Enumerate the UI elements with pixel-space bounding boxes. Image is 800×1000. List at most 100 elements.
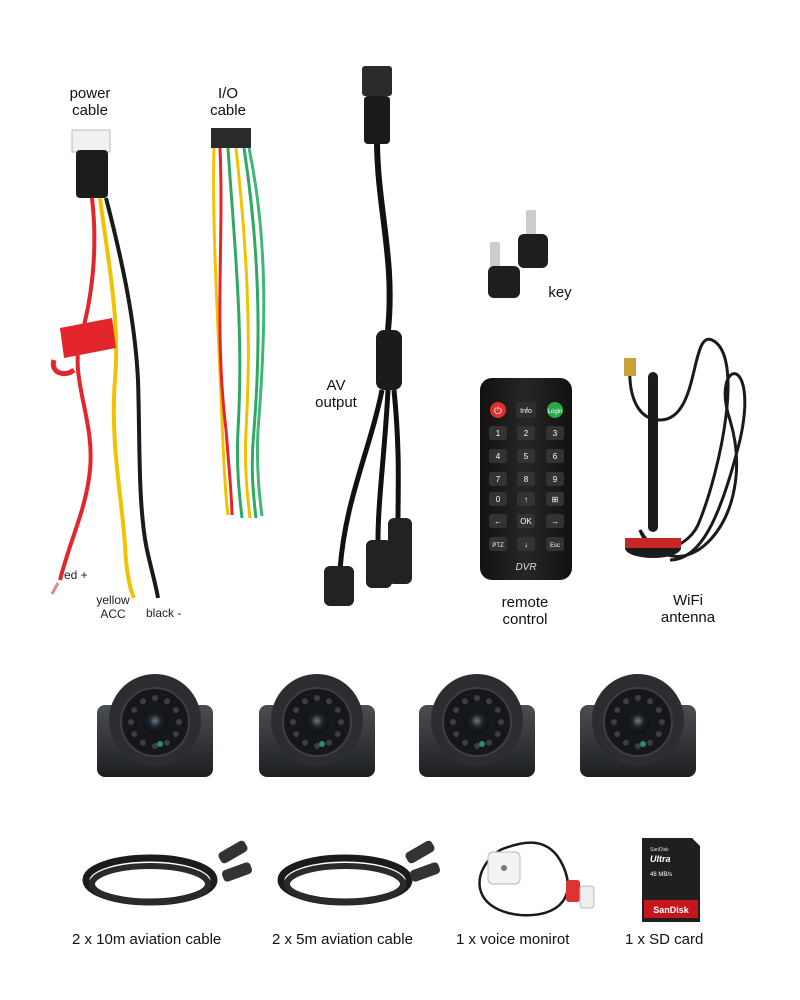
camera-ir-led [140,739,146,746]
av-plug-3 [388,518,412,584]
remote-info-button [516,402,536,418]
power-cable [50,129,160,599]
aviation-cable-10m [82,840,253,906]
camera-lens [143,710,167,734]
camera-ir-led [474,743,480,749]
camera-ir-led [176,719,182,725]
camera-ir-led [338,719,344,725]
io-cable [211,128,266,519]
av-output-cable [324,66,412,606]
remote-key-label-17: Esc [550,543,560,549]
sd-card-speed: 48 MB/s [650,872,672,878]
camera-ir-led [647,739,653,746]
io-wire-green-3 [247,147,266,517]
av-branch-3 [391,389,401,521]
aviation-plug-5m-b [409,862,441,882]
power-connector-white [71,129,111,153]
remote-key-label-11: ⊞ [552,495,559,504]
power-cable-label-line1: power [69,85,111,102]
camera-ir-led [152,695,158,701]
remote-control-label-line1: remote [501,594,549,611]
camera-ir-led [655,707,662,713]
remote-key-11 [546,492,564,506]
remote-brand: DVR [515,562,536,573]
remote-key-label-4: 5 [524,452,529,461]
remote-key-5 [546,449,564,463]
remote-key-label-3: 4 [496,452,501,461]
remote-key-label-16: ↓ [524,540,528,549]
remote-key-label-0: 1 [496,429,501,438]
camera-ir-led [623,698,629,705]
camera-ir-led [314,743,320,749]
remote-key-label-13: OK [520,517,532,526]
remote-key-label-14: → [551,517,559,526]
av-plug-1 [324,566,354,606]
camera-ir-led [486,698,492,705]
camera-ir-led [164,739,170,746]
remote-key-label-12: ← [494,517,502,526]
remote-key-9 [489,492,507,506]
wifi-antenna [624,337,747,562]
remote-control-label: remote control [485,594,565,628]
av-output-label-line2: output [315,394,357,411]
camera-sensor-dot [319,741,325,747]
aviation-plug-10m-b [221,862,253,882]
camera-ir-led [655,731,662,737]
camera-ir-led [453,731,460,737]
remote-login-button [547,402,563,418]
camera-ir-led [462,698,468,705]
power-cable-label: power cable [55,85,125,119]
av-connector-boot [364,96,390,144]
key-label: key [548,284,572,301]
power-cable-label-line2: cable [72,102,108,119]
remote-power-glyph: ⏻ [494,406,502,417]
camera-ir-led [131,731,138,737]
camera-ir-led [659,719,665,725]
antenna-cable-loop-2 [638,372,747,562]
red-wire-label: red + [60,568,88,582]
remote-info-label: Info [520,408,532,415]
camera-ir-led [635,743,641,749]
aviation-plug-5m-a [405,840,435,864]
remote-key-15 [489,537,507,551]
camera-sensor-dot [640,741,646,747]
io-cable-label-line2: cable [210,102,246,119]
aviation-coil-5m-2 [284,863,406,905]
camera-ir-led [453,707,460,713]
camera-ir-led [334,731,341,737]
yellow-wire-label-line1: yellow [96,593,130,607]
camera-ir-led [140,698,146,705]
red-wire [58,197,97,581]
remote-login-label: Login [548,409,563,415]
camera-4 [580,674,696,777]
camera-ir-led [450,719,456,725]
aviation-cable-5m [277,840,441,906]
aviation-plug-10m-a [218,840,248,864]
io-wire-yellow-2 [234,147,252,519]
remote-key-7 [517,472,535,486]
bottom-label-5m-cable: 2 x 5m aviation cable [272,931,413,948]
av-branch-2 [375,389,391,541]
remote-key-label-6: 7 [496,475,501,484]
voice-monitor [478,841,595,917]
camera-ir-led [302,739,308,746]
io-wire-green-1 [226,147,244,519]
key-head-1 [518,234,548,268]
camera-lens [305,710,329,734]
remote-key-8 [546,472,564,486]
camera-ir-led [172,731,179,737]
remote-key-2 [546,426,564,440]
camera-ir-led [326,739,332,746]
av-connector-head [362,66,392,96]
yellow-wire-label-line2: ACC [100,607,126,621]
sd-card: SanDisk Ultra 48 MB/s SanDisk [642,838,700,922]
remote-key-10 [517,492,535,506]
camera-ir-led [494,731,501,737]
remote-key-14 [546,514,564,528]
io-wire-red [218,147,234,516]
camera-lens [626,710,650,734]
fuse-holder [60,318,116,358]
